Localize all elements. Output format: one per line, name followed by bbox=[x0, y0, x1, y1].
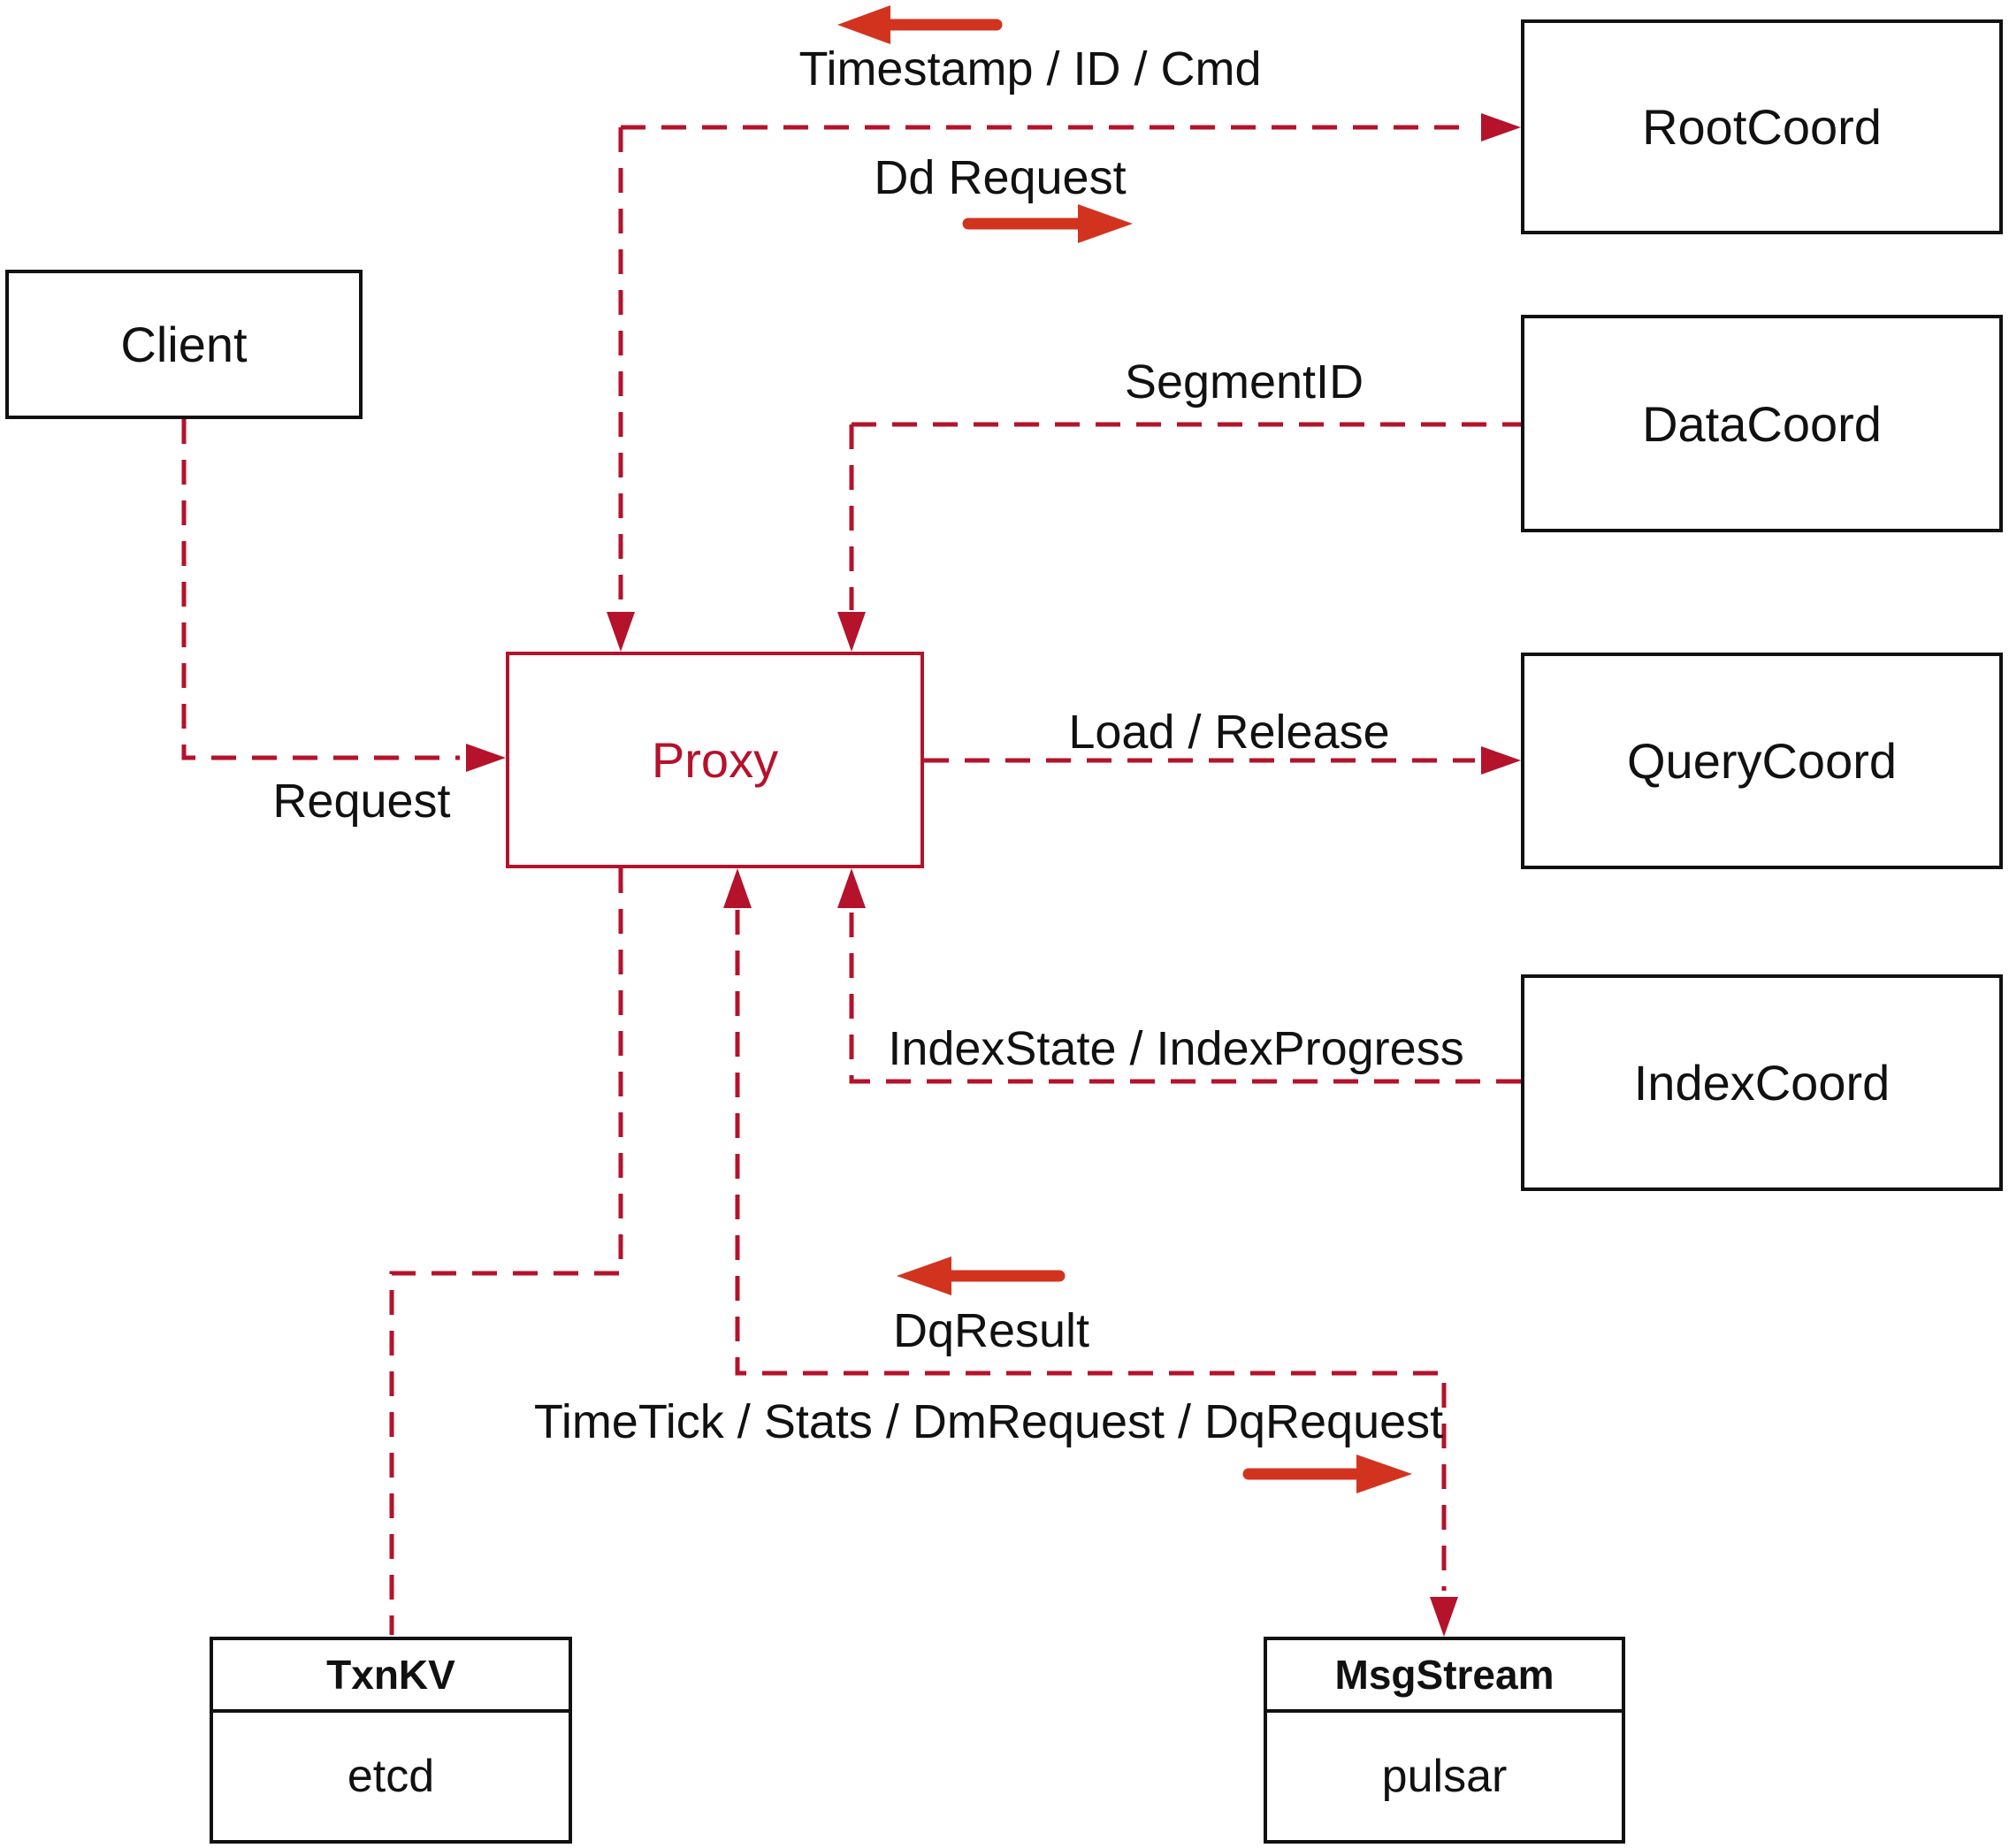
arrow-right-head-icon bbox=[1356, 1455, 1412, 1493]
edge-label-dq-result: DqResult bbox=[892, 1304, 1090, 1357]
edge-proxy-txnkv bbox=[389, 868, 623, 1635]
node-querycoord-label: QueryCoord bbox=[1626, 733, 1898, 789]
arrowhead-down-icon bbox=[1430, 1597, 1458, 1637]
edge-label-request: Request bbox=[272, 775, 451, 828]
node-txnkv: TxnKV etcd bbox=[210, 1637, 572, 1844]
node-querycoord: QueryCoord bbox=[1521, 653, 2003, 869]
edge-label-load-release: Load / Release bbox=[1068, 706, 1390, 759]
arrowhead-right-icon bbox=[466, 744, 506, 772]
arrowhead-down-icon bbox=[837, 612, 866, 652]
edge-label-segment-id: SegmentID bbox=[1124, 355, 1364, 409]
node-datacoord: DataCoord bbox=[1521, 315, 2003, 532]
arrowhead-right-icon bbox=[1481, 113, 1521, 141]
edge-proxy-msgstream bbox=[735, 910, 1447, 1591]
arrow-right-head-icon bbox=[1078, 204, 1133, 243]
arrowhead-up-icon bbox=[837, 868, 866, 908]
node-msgstream: MsgStream pulsar bbox=[1264, 1637, 1625, 1844]
edge-label-timestamp-id-cmd: Timestamp / ID / Cmd bbox=[798, 42, 1262, 95]
node-rootcoord: RootCoord bbox=[1521, 19, 2003, 234]
arrow-left-head-icon bbox=[897, 1256, 951, 1295]
edge-label-dd-request: Dd Request bbox=[874, 151, 1127, 204]
arrowhead-down-icon bbox=[607, 612, 635, 652]
edge-indexcoord-proxy bbox=[849, 910, 1521, 1084]
edge-proxy-rootcoord bbox=[618, 125, 1475, 610]
txnkv-header: TxnKV bbox=[213, 1640, 569, 1713]
edge-label-timetick-stats: TimeTick / Stats / DmRequest / DqRequest bbox=[533, 1395, 1444, 1448]
node-indexcoord: IndexCoord bbox=[1521, 974, 2003, 1191]
arrowhead-right-icon bbox=[1481, 746, 1521, 775]
edge-label-index-state-progress: IndexState / IndexProgress bbox=[888, 1022, 1464, 1075]
node-proxy-label: Proxy bbox=[651, 732, 779, 788]
node-client-label: Client bbox=[120, 317, 248, 372]
msgstream-value: pulsar bbox=[1381, 1751, 1508, 1802]
arrowhead-up-icon bbox=[723, 868, 752, 908]
node-proxy: Proxy bbox=[506, 652, 924, 868]
edge-datacoord-proxy bbox=[849, 422, 1521, 610]
node-datacoord-label: DataCoord bbox=[1642, 395, 1882, 452]
node-client: Client bbox=[5, 270, 363, 419]
arrow-left-head-icon bbox=[837, 5, 890, 44]
node-rootcoord-label: RootCoord bbox=[1642, 99, 1882, 155]
node-indexcoord-label: IndexCoord bbox=[1633, 1055, 1891, 1111]
txnkv-value: etcd bbox=[347, 1751, 435, 1802]
msgstream-header: MsgStream bbox=[1267, 1640, 1622, 1713]
edge-client-proxy bbox=[181, 419, 460, 760]
